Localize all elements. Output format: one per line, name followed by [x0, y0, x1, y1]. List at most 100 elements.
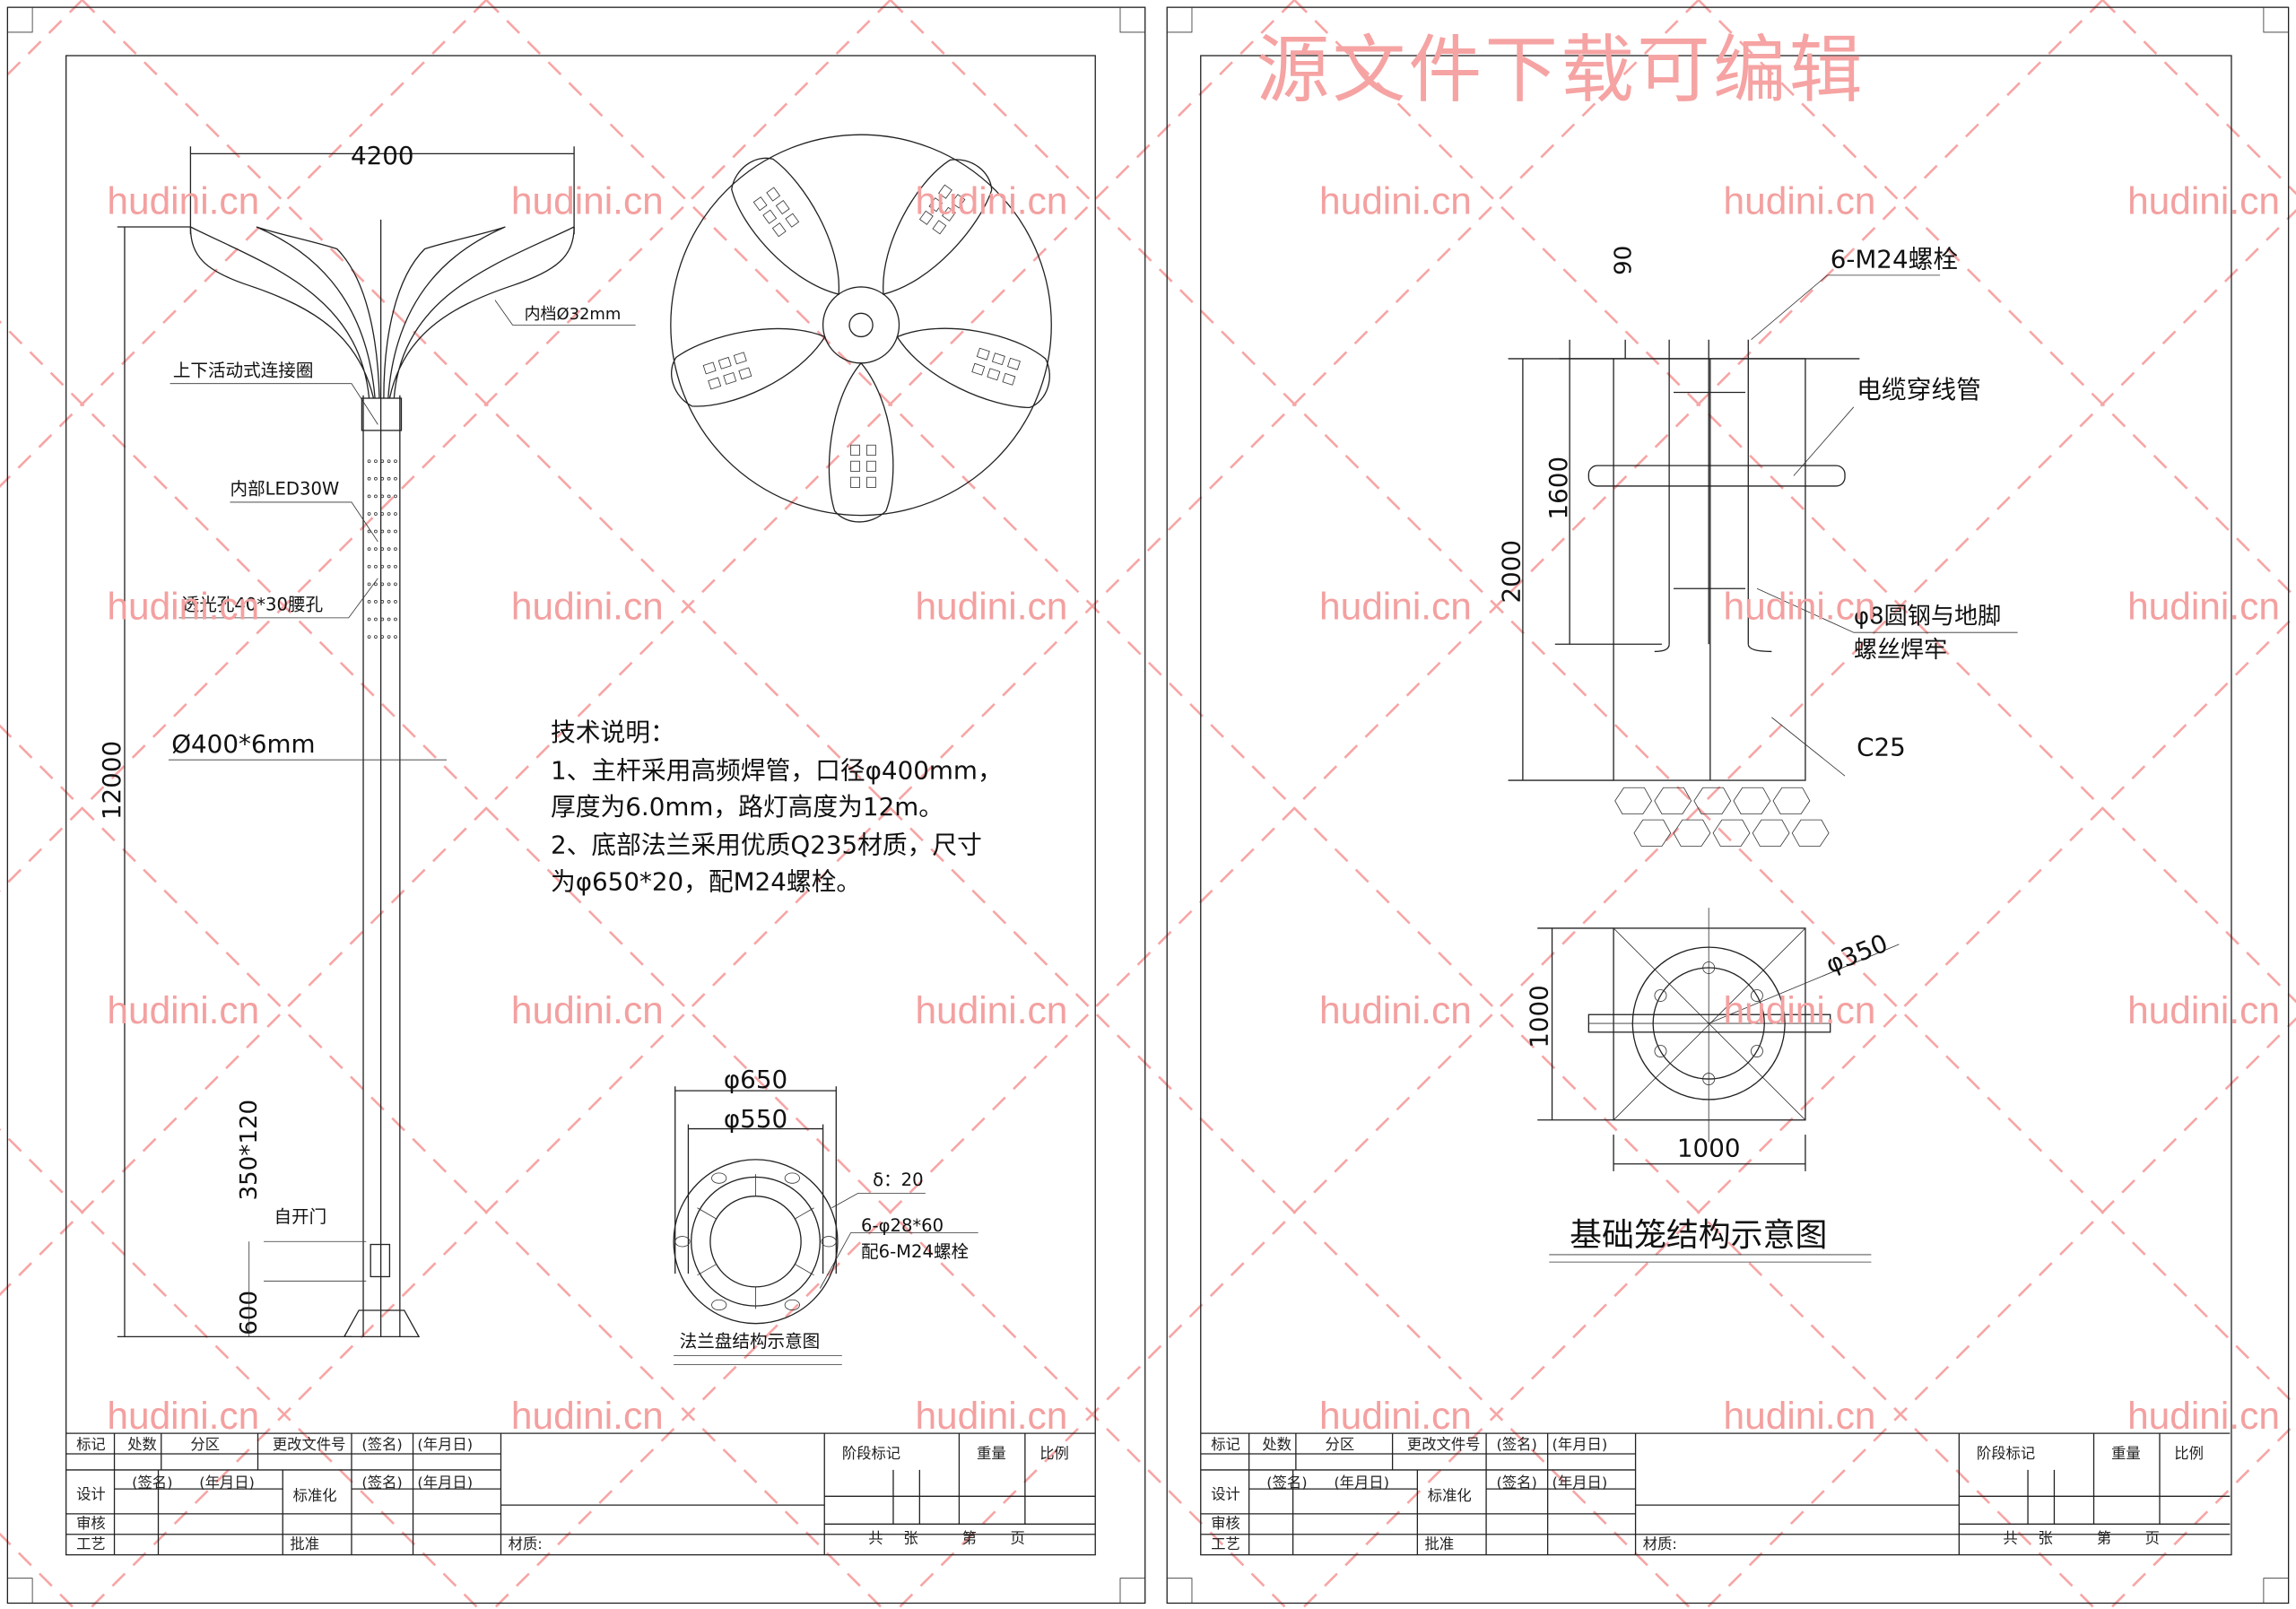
title-block-label: 标准化 [293, 1487, 337, 1504]
pole [362, 219, 401, 1337]
title-block-label: (年月日) [1552, 1436, 1608, 1453]
watermark-text: hudini.cn [107, 989, 259, 1031]
notes-title: 技术说明： [551, 718, 675, 747]
title-block-label: 工艺 [1211, 1535, 1240, 1552]
callout-led: 内部LED30W [230, 479, 339, 500]
notes-line: 1、主杆采用高频焊管，口径φ400mm， [551, 755, 1003, 785]
title-block-label: 阶段标记 [1977, 1445, 2035, 1462]
flange-inner-diameter: φ550 [724, 1104, 787, 1134]
title-block-label: 处数 [127, 1436, 157, 1453]
watermark-text: hudini.cn [1724, 179, 1876, 222]
title-block-label: 工艺 [76, 1535, 106, 1552]
watermark-text: hudini.cn [1724, 586, 1876, 628]
watermark-text: hudini.cn [915, 989, 1067, 1031]
title-block-label: (年月日) [199, 1474, 255, 1492]
watermark-text: hudini.cn [511, 1395, 664, 1437]
pole-base [343, 1309, 421, 1338]
title-block-label: (签名) [361, 1436, 402, 1453]
callout-inner-gap: 内档Ø32mm [525, 305, 622, 324]
title-block-label: (年月日) [417, 1436, 473, 1453]
title-block-label: 审核 [1211, 1515, 1240, 1532]
title-block-label: 审核 [76, 1515, 106, 1532]
title-block-label: (签名) [132, 1474, 172, 1492]
title-block-label: 批准 [1425, 1535, 1455, 1552]
foundation-section: 90 1600 2000 6-M24螺栓 电缆穿线管 φ8圆钢与地脚 螺丝焊牢 … [1497, 245, 2018, 847]
dim-top: 90 [1611, 246, 1638, 275]
watermark-text: hudini.cn [2127, 989, 2280, 1031]
outer-frame [1166, 6, 2290, 1605]
callout-bolts: 6-M24螺栓 [1831, 245, 1958, 274]
watermark-text: hudini.cn [511, 989, 664, 1031]
title-block-label: 共 [868, 1530, 883, 1547]
callout-ring: 上下活动式连接圈 [173, 361, 314, 381]
title-block-label: 标准化 [1428, 1487, 1472, 1504]
title-block-label: 设计 [1211, 1486, 1240, 1503]
dim-width-label: 4200 [351, 141, 414, 170]
title-block-label: 第 [962, 1530, 977, 1547]
callout-cable: 电缆穿线管 [1857, 375, 1981, 404]
title-block-label: 处数 [1262, 1436, 1292, 1453]
title-block-label: (签名) [1497, 1474, 1537, 1492]
title-block-label: 标记 [1211, 1436, 1240, 1453]
watermark-text: hudini.cn [1319, 586, 1472, 628]
dim-cage: 1600 [1544, 457, 1573, 520]
title-block-label: 张 [2038, 1530, 2052, 1547]
notes-line: 2、底部法兰采用优质Q235材质，尺寸 [551, 831, 982, 860]
title-block-right: 标记处数分区更改文件号(签名)(年月日)设计(签名)(年月日)标准化(签名)(年… [1200, 1432, 2231, 1555]
title-block-label: (年月日) [417, 1474, 473, 1492]
dim-door-label: 350*120 [236, 1100, 263, 1201]
flange-diagram: φ650 φ550 δ：20 6-φ28*60 配6-M24螺栓 法兰盘结构示意… [673, 1065, 978, 1365]
notes-line: 为φ650*20，配M24螺栓。 [551, 866, 861, 896]
dim-circle: φ350 [1822, 928, 1892, 979]
watermark-text: hudini.cn [2127, 586, 2280, 628]
title-block-label: 阶段标记 [842, 1445, 900, 1462]
title-block-label: (签名) [1266, 1474, 1307, 1492]
watermark-text: hudini.cn [107, 586, 259, 628]
title-block-label: 批准 [290, 1535, 319, 1552]
title-block-label: 更改文件号 [273, 1436, 346, 1453]
dim-plan-width: 1000 [1677, 1134, 1741, 1163]
flange-holes: 6-φ28*60 [861, 1215, 944, 1236]
callout-holes: 透光孔40*30腰孔 [182, 595, 324, 615]
inner-frame [65, 55, 1096, 1556]
watermarks: hudini.cn hudini.cn hudini.cn hudini.cn hudi… [107, 179, 2280, 1437]
title-block-label: (签名) [361, 1474, 402, 1492]
title-block-label: (年月日) [1334, 1474, 1389, 1492]
dim-depth: 2000 [1497, 540, 1526, 604]
light-holes [367, 459, 397, 639]
notes-line: 厚度为6.0mm，路灯高度为12m。 [551, 792, 944, 822]
callout-rebar: φ8圆钢与地脚 [1854, 603, 2001, 630]
title-block-label: 重量 [2111, 1445, 2141, 1462]
watermark-text: hudini.cn [107, 1395, 259, 1437]
lamp-top-view [670, 134, 1052, 523]
left-sheet: 4200 12000 350*120 600 内档Ø32mm 上下活动式连接圈 … [6, 6, 1146, 1605]
title-block-label: 共 [2003, 1530, 2017, 1547]
watermark-text: hudini.cn [2127, 179, 2280, 222]
outer-frame [6, 6, 1146, 1605]
flange-bolts: 配6-M24螺栓 [861, 1241, 969, 1262]
title-block-label: (签名) [1497, 1436, 1537, 1453]
callout-door: 自开门 [274, 1206, 326, 1227]
foundation-plan: 1000 1000 φ350 基础笼结构示意图 [1525, 908, 1900, 1263]
title-block-label: 分区 [1326, 1436, 1355, 1453]
watermark-text: hudini.cn [2127, 1395, 2280, 1437]
title-block-label: 第 [2097, 1530, 2111, 1547]
flange-title: 法兰盘结构示意图 [680, 1331, 821, 1352]
dim-height-label: 12000 [97, 741, 126, 820]
title-block-label: (年月日) [1552, 1474, 1608, 1492]
callout-rebar-2: 螺丝焊牢 [1854, 637, 1947, 664]
watermark-text: hudini.cn [1319, 179, 1472, 222]
title-block-label: 页 [2145, 1530, 2160, 1547]
dim-line-width [189, 146, 575, 235]
dim-plan-height: 1000 [1525, 985, 1554, 1048]
watermark-text: hudini.cn [1319, 1395, 1472, 1437]
watermark-text: hudini.cn [915, 586, 1067, 628]
title-block-label: 比例 [2174, 1445, 2204, 1462]
watermark-text: hudini.cn [511, 586, 664, 628]
lamp-elevation: 4200 12000 350*120 600 内档Ø32mm 上下活动式连接圈 … [97, 141, 636, 1338]
corner-marks [7, 7, 1145, 1604]
callout-pipe: Ø400*6mm [171, 729, 315, 759]
title-block-label: 页 [1011, 1530, 1025, 1547]
